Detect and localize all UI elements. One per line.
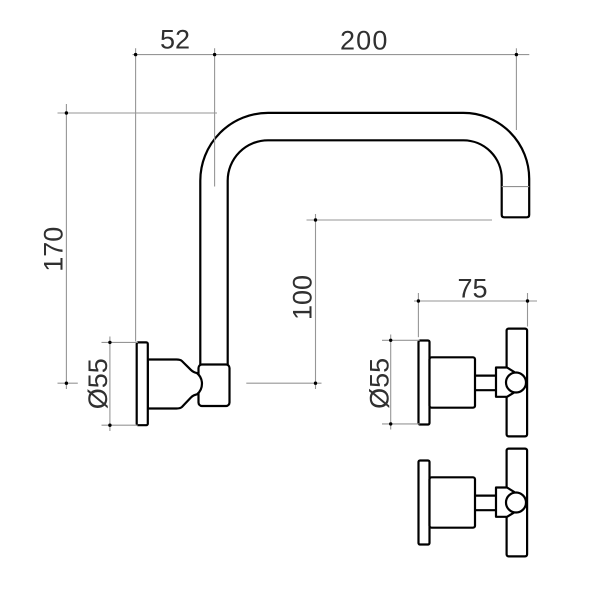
svg-text:200: 200 (340, 25, 389, 55)
svg-text:Ø55: Ø55 (83, 358, 113, 409)
svg-text:Ø55: Ø55 (364, 358, 394, 409)
svg-text:170: 170 (38, 227, 68, 272)
svg-text:52: 52 (160, 24, 190, 54)
svg-text:100: 100 (288, 275, 318, 320)
svg-text:75: 75 (457, 273, 487, 303)
